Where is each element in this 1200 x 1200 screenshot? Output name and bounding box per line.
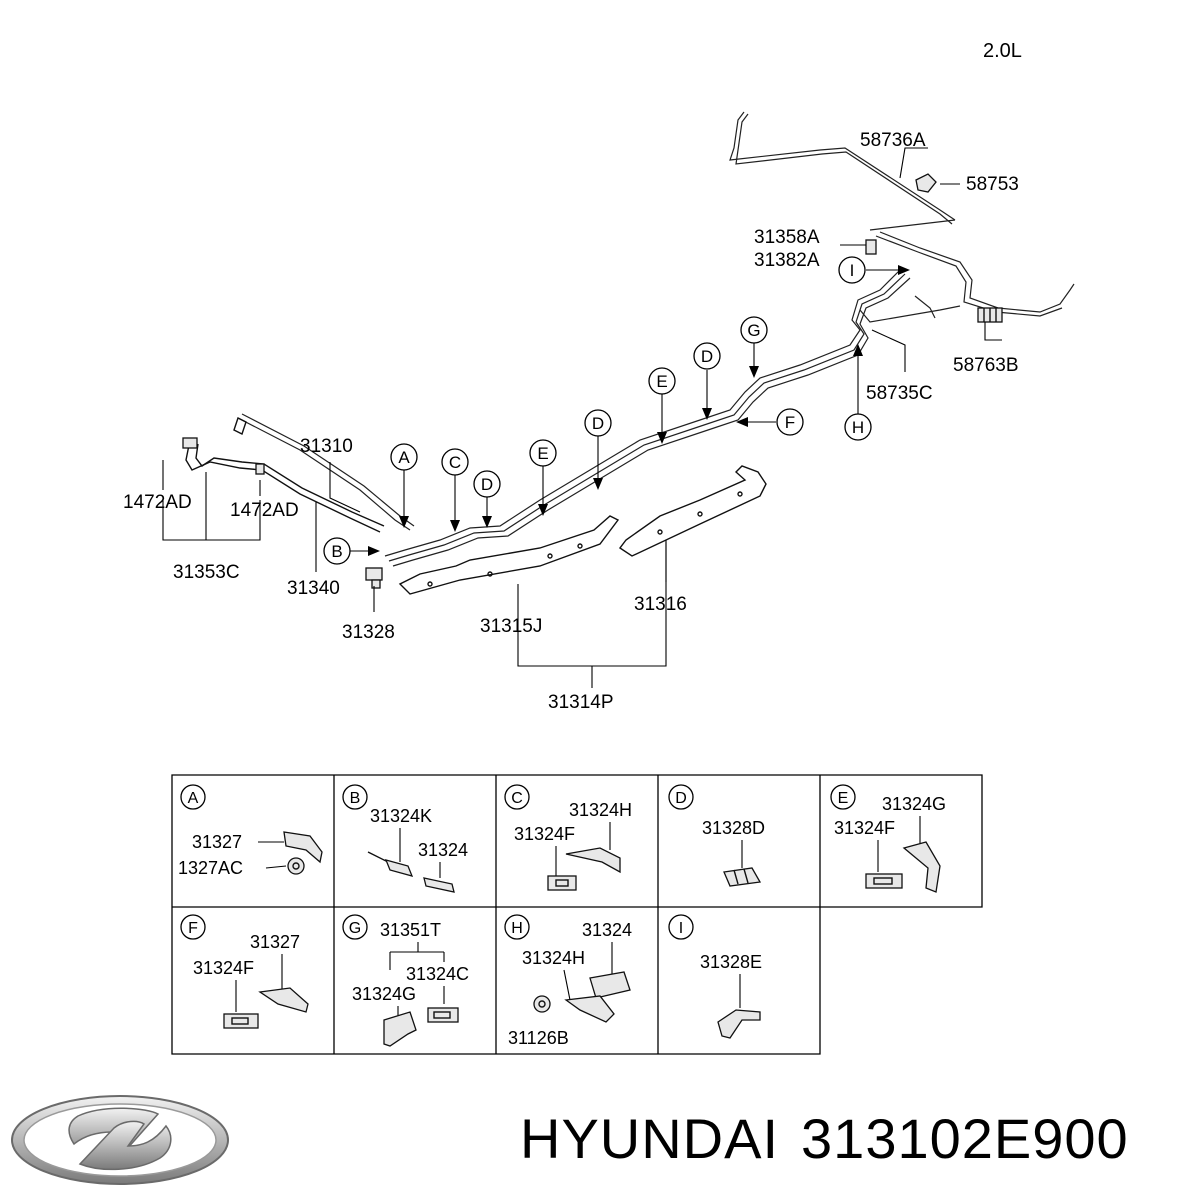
label-58753: 58753 (966, 174, 1019, 195)
svg-text:H: H (511, 920, 523, 937)
callout-D-1: D (473, 470, 501, 498)
callout-I: I (838, 256, 866, 284)
svg-text:F: F (188, 920, 198, 937)
svg-text:D: D (592, 414, 604, 433)
clip-31358A (865, 239, 877, 255)
detail-grid (171, 774, 983, 1055)
svg-text:G: G (349, 920, 361, 937)
label-1472AD-left: 1472AD (123, 492, 192, 513)
fuel-line-bundle (182, 111, 1075, 567)
detail-cell-C: C 31324H 31324F (504, 784, 632, 891)
svg-text:D: D (675, 790, 687, 807)
svg-text:31324K: 31324K (370, 806, 432, 826)
label-31310: 31310 (300, 436, 353, 457)
svg-text:D: D (701, 347, 713, 366)
callout-F: F (776, 408, 804, 436)
svg-text:E: E (656, 372, 667, 391)
svg-text:31351T: 31351T (380, 920, 441, 940)
callout-D-3: D (693, 342, 721, 370)
label-31316: 31316 (634, 594, 687, 615)
svg-text:31328D: 31328D (702, 818, 765, 838)
brand-name: HYUNDAI (520, 1107, 780, 1170)
callout-H: H (844, 413, 872, 441)
label-31358A: 31358A (754, 227, 820, 248)
svg-text:31324G: 31324G (352, 984, 416, 1004)
svg-text:31324H: 31324H (522, 948, 585, 968)
detail-cell-D: D 31328D (668, 784, 765, 887)
clip-58763B (977, 307, 1003, 323)
callout-E-1: E (529, 439, 557, 467)
label-31314P: 31314P (548, 692, 614, 713)
callout-A: A (390, 443, 418, 471)
detail-cell-B: B 31324K 31324 (342, 784, 468, 893)
engine-label: 2.0L (983, 40, 1022, 62)
svg-text:E: E (838, 790, 849, 807)
bracket-31315J (398, 515, 620, 595)
svg-text:I: I (679, 920, 683, 937)
svg-text:H: H (852, 418, 864, 437)
svg-text:A: A (398, 448, 410, 467)
svg-text:G: G (747, 321, 760, 340)
callout-arrows (350, 265, 910, 556)
svg-text:31324G: 31324G (882, 794, 946, 814)
part-number: 313102E900 (801, 1107, 1129, 1170)
detail-cell-G: G 31351T 31324C 31324G (342, 914, 469, 1047)
detail-cell-A: A 31327 1327AC (178, 784, 323, 878)
svg-text:I: I (850, 261, 855, 280)
svg-text:31324C: 31324C (406, 964, 469, 984)
svg-text:31126B: 31126B (508, 1028, 569, 1048)
svg-text:B: B (350, 790, 361, 807)
svg-text:31324: 31324 (418, 840, 468, 860)
svg-text:E: E (537, 444, 548, 463)
leader-lines (162, 147, 1002, 688)
clip-58753 (915, 173, 937, 193)
svg-text:31327: 31327 (192, 832, 242, 852)
detail-cell-E: E 31324G 31324F (830, 784, 946, 893)
callout-B: B (323, 537, 351, 565)
callout-G: G (740, 316, 768, 344)
hyundai-logo-icon (11, 1095, 229, 1185)
callout-E-2: E (648, 367, 676, 395)
svg-text:31324F: 31324F (834, 818, 895, 838)
label-31353C: 31353C (173, 562, 240, 583)
label-1472AD-right: 1472AD (230, 500, 299, 521)
detail-cell-F: F 31327 31324F (180, 914, 309, 1029)
label-31382A: 31382A (754, 250, 820, 271)
svg-text:31324F: 31324F (193, 958, 254, 978)
svg-text:1327AC: 1327AC (178, 858, 243, 878)
svg-text:31324H: 31324H (569, 800, 632, 820)
svg-text:A: A (188, 790, 199, 807)
label-31328: 31328 (342, 622, 395, 643)
label-31315J: 31315J (480, 616, 542, 637)
svg-text:B: B (331, 542, 342, 561)
svg-text:31328E: 31328E (700, 952, 762, 972)
svg-text:F: F (785, 413, 795, 432)
label-31340: 31340 (287, 578, 340, 599)
detail-cell-H: H 31324 31324H 31126B (504, 914, 632, 1048)
callout-D-2: D (584, 409, 612, 437)
svg-text:31324F: 31324F (514, 824, 575, 844)
bracket-31316 (618, 465, 767, 557)
label-58735C: 58735C (866, 383, 933, 404)
callout-C: C (441, 448, 469, 476)
svg-text:C: C (511, 790, 523, 807)
svg-text:31324: 31324 (582, 920, 632, 940)
detail-cell-I: I 31328E (668, 914, 762, 1039)
brand-caption: HYUNDAI 313102E900 (520, 1106, 1151, 1171)
label-58736A: 58736A (860, 130, 926, 151)
label-58763B: 58763B (953, 355, 1019, 376)
svg-text:D: D (481, 475, 493, 494)
svg-text:31327: 31327 (250, 932, 300, 952)
svg-text:C: C (449, 453, 461, 472)
clip-31328 (365, 567, 383, 589)
